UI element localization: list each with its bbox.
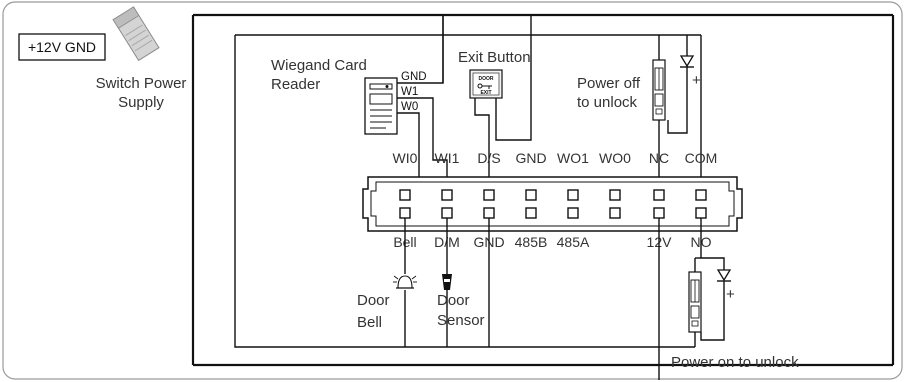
terminal-top-label: WO1	[557, 150, 589, 166]
terminal-top-label: NC	[649, 150, 669, 166]
exit-button-wires	[474, 15, 532, 196]
terminal-top-pin	[567, 189, 579, 201]
door-sensor-icon	[442, 274, 452, 290]
power-supply-title-line1: Switch Power	[96, 75, 187, 92]
exit-button-title: Exit Button	[458, 49, 531, 66]
lock-nc-title-line1: Power off	[577, 75, 641, 92]
card-reader-pin-gnd: GND	[401, 71, 427, 83]
terminal-bottom-row	[399, 207, 707, 219]
terminal-bottom-pin	[441, 207, 453, 219]
terminal-bottom-label: 485B	[515, 234, 548, 250]
terminal-top-label: WI0	[393, 150, 418, 166]
card-reader-wires	[397, 15, 448, 196]
power-supply-title-line2: Supply	[118, 94, 164, 111]
lock-nc-polarity: +	[692, 72, 701, 89]
card-reader-pin-w1: W1	[401, 86, 418, 98]
power-supply-box-label: +12V GND	[28, 39, 96, 55]
terminal-top-label: GND	[515, 150, 546, 166]
card-reader-title-line2: Reader	[271, 76, 320, 93]
card-reader-icon	[364, 77, 398, 135]
door-bell-label-line2: Bell	[357, 314, 382, 331]
bottom-wires	[404, 218, 725, 380]
exit-button-icon: DOOR EXIT	[469, 69, 503, 99]
terminal-bottom-pin	[567, 207, 579, 219]
lock-nc-icon	[652, 59, 666, 121]
main-wiring-frame	[191, 13, 895, 367]
terminal-bottom-pin	[653, 207, 665, 219]
exit-button-plate-bottom: EXIT	[480, 90, 491, 96]
terminal-top-label: WI1	[435, 150, 460, 166]
terminal-top-label: WO0	[599, 150, 631, 166]
card-reader-title-line1: Wiegand Card	[271, 57, 367, 74]
door-sensor-label-line2: Sensor	[437, 312, 485, 329]
lock-nc-diode-icon	[679, 55, 695, 74]
terminal-top-pin	[483, 189, 495, 201]
terminal-block	[362, 176, 743, 232]
terminal-top-pin	[609, 189, 621, 201]
terminal-bottom-label: 485A	[557, 234, 590, 250]
lock-nc-title-line2: to unlock	[577, 94, 638, 111]
terminal-bottom-pin	[399, 207, 411, 219]
power-supply-device-icon	[112, 6, 160, 62]
terminal-bottom-pin	[525, 207, 537, 219]
door-bell-icon	[393, 275, 417, 289]
exit-button-plate-top: DOOR	[479, 76, 494, 82]
terminal-top-pin	[525, 189, 537, 201]
lock-no-icon	[688, 271, 702, 333]
lock-no-diode-icon	[716, 269, 732, 282]
terminal-top-labels: WI0 WI1 D/S GND WO1 WO0 NC COM	[393, 150, 718, 166]
power-wires	[234, 34, 701, 348]
lock-no-polarity: +	[726, 286, 735, 303]
terminal-top-pin	[695, 189, 707, 201]
terminal-top-pin	[653, 189, 665, 201]
terminal-top-label: D/S	[477, 150, 500, 166]
terminal-bottom-pin	[483, 207, 495, 219]
terminal-top-pin	[399, 189, 411, 201]
power-supply-box: +12V GND	[18, 33, 106, 61]
lock-no-wires	[694, 281, 725, 347]
lock-no-title: Power on to unlock	[671, 354, 799, 371]
door-sensor-label-line1: Door	[437, 292, 470, 309]
terminal-bottom-pin	[695, 207, 707, 219]
card-reader-pin-w0: W0	[401, 101, 418, 113]
terminal-top-pin	[441, 189, 453, 201]
terminal-top-label: COM	[685, 150, 718, 166]
door-bell-label-line1: Door	[357, 292, 390, 309]
terminal-top-row	[399, 189, 707, 201]
terminal-bottom-pin	[609, 207, 621, 219]
